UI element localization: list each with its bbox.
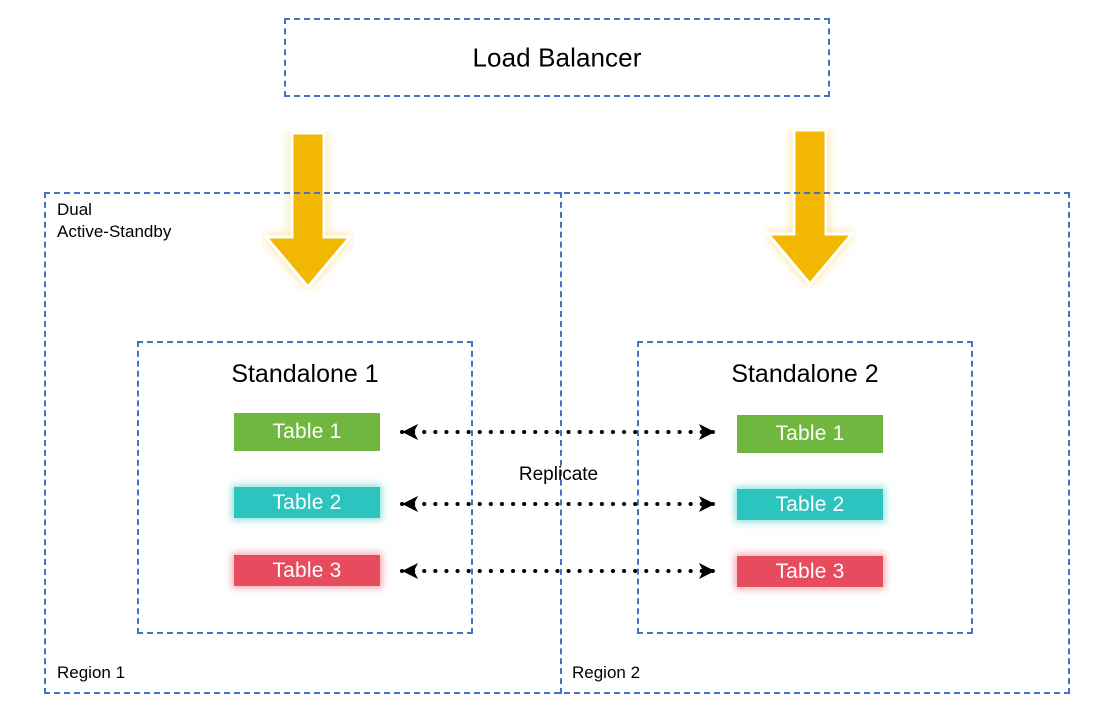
standalone-1-table-3: Table 3 <box>234 555 380 586</box>
region-divider <box>560 192 562 694</box>
load-balancer-box: Load Balancer <box>284 18 830 97</box>
dual-active-standby-box <box>44 192 1070 694</box>
standalone-1-table-2: Table 2 <box>234 487 380 518</box>
standalone-1-box: Standalone 1 <box>137 341 473 634</box>
standalone-2-table-1: Table 1 <box>737 415 883 453</box>
standalone-1-title: Standalone 1 <box>231 360 379 388</box>
standalone-2-title: Standalone 2 <box>731 360 879 388</box>
region-1-label: Region 1 <box>57 663 126 682</box>
traffic-arrow-region-2-icon <box>764 128 856 288</box>
dual-active-standby-label: Dual Active-Standby <box>57 200 172 242</box>
load-balancer-label: Load Balancer <box>472 42 642 72</box>
replicate-connector-table-3 <box>380 560 737 582</box>
standalone-1-table-1: Table 1 <box>234 413 380 451</box>
standalone-2-table-3: Table 3 <box>737 556 883 587</box>
region-2-label: Region 2 <box>572 663 641 682</box>
traffic-arrow-region-1-icon <box>262 131 354 291</box>
standalone-2-table-2: Table 2 <box>737 489 883 520</box>
replicate-label: Replicate <box>518 464 599 485</box>
replicate-connector-table-1 <box>380 421 737 443</box>
standalone-2-box: Standalone 2 <box>637 341 973 634</box>
replicate-connector-table-2 <box>380 493 737 515</box>
